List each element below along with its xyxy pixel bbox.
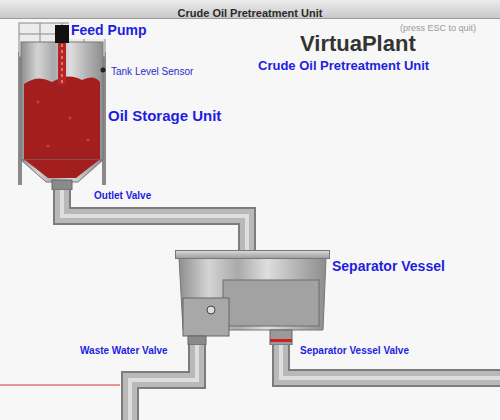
part-label: Separator Vessel Valve <box>300 344 409 357</box>
shape-part <box>188 336 206 345</box>
shape-part <box>47 145 50 148</box>
shape-part <box>52 180 72 190</box>
pipe-connector <box>62 190 247 250</box>
shape-part <box>58 43 66 85</box>
part-label: Waste Water Valve <box>80 344 168 357</box>
tank-shape <box>18 22 106 190</box>
shape-part <box>183 298 229 336</box>
part-label: Outlet Valve <box>94 189 151 202</box>
window-title: Crude Oil Pretreatment Unit <box>178 7 323 20</box>
storage-tank: Oil Storage Unit <box>18 22 106 190</box>
shape-part <box>61 44 63 84</box>
label-slot: VirtuaPlant <box>300 31 416 56</box>
shape-part <box>21 42 103 160</box>
shape-part <box>69 117 72 120</box>
shape-part <box>87 139 90 142</box>
shape-part <box>207 306 215 314</box>
part-label: Tank Level Sensor <box>111 65 193 78</box>
label-slot: Separator Vessel Valve <box>300 344 409 357</box>
shape-part <box>270 339 292 342</box>
shape-part <box>281 342 500 378</box>
separator-vessel: Separator Vessel <box>175 250 330 345</box>
shape-part <box>21 160 103 182</box>
separator-outlet-pipe <box>281 342 500 378</box>
label-slot: Crude Oil Pretreatment Unit <box>258 58 429 74</box>
pipe-highlight <box>62 190 247 250</box>
red-signal-line <box>0 385 120 386</box>
shape-part <box>37 101 40 104</box>
unit-subtitle: Crude Oil Pretreatment Unit <box>258 58 429 74</box>
label-slot: Tank Level Sensor <box>111 65 193 78</box>
pipe-body <box>62 190 247 250</box>
separator-shape <box>175 250 330 345</box>
pipe-wall <box>62 190 247 250</box>
shape-part <box>270 330 292 345</box>
label-slot: Feed Pump <box>69 22 148 39</box>
label-slot: Outlet Valve <box>94 189 151 202</box>
brand-name: VirtuaPlant <box>300 31 416 56</box>
vessel-label: Separator Vessel <box>332 258 445 275</box>
tank-label: Oil Storage Unit <box>108 107 221 125</box>
shape-part <box>25 160 99 178</box>
shape-part <box>281 342 500 378</box>
shape-part <box>176 251 330 259</box>
title-slot: Crude Oil Pretreatment Unit <box>0 3 500 21</box>
shape-part <box>281 342 500 378</box>
shape-part <box>223 280 319 326</box>
shape-part <box>55 25 69 43</box>
shape-part <box>101 68 106 73</box>
shape-part <box>24 76 100 160</box>
part-label: Feed Pump <box>69 22 148 39</box>
label-slot: Waste Water Valve <box>80 344 168 357</box>
